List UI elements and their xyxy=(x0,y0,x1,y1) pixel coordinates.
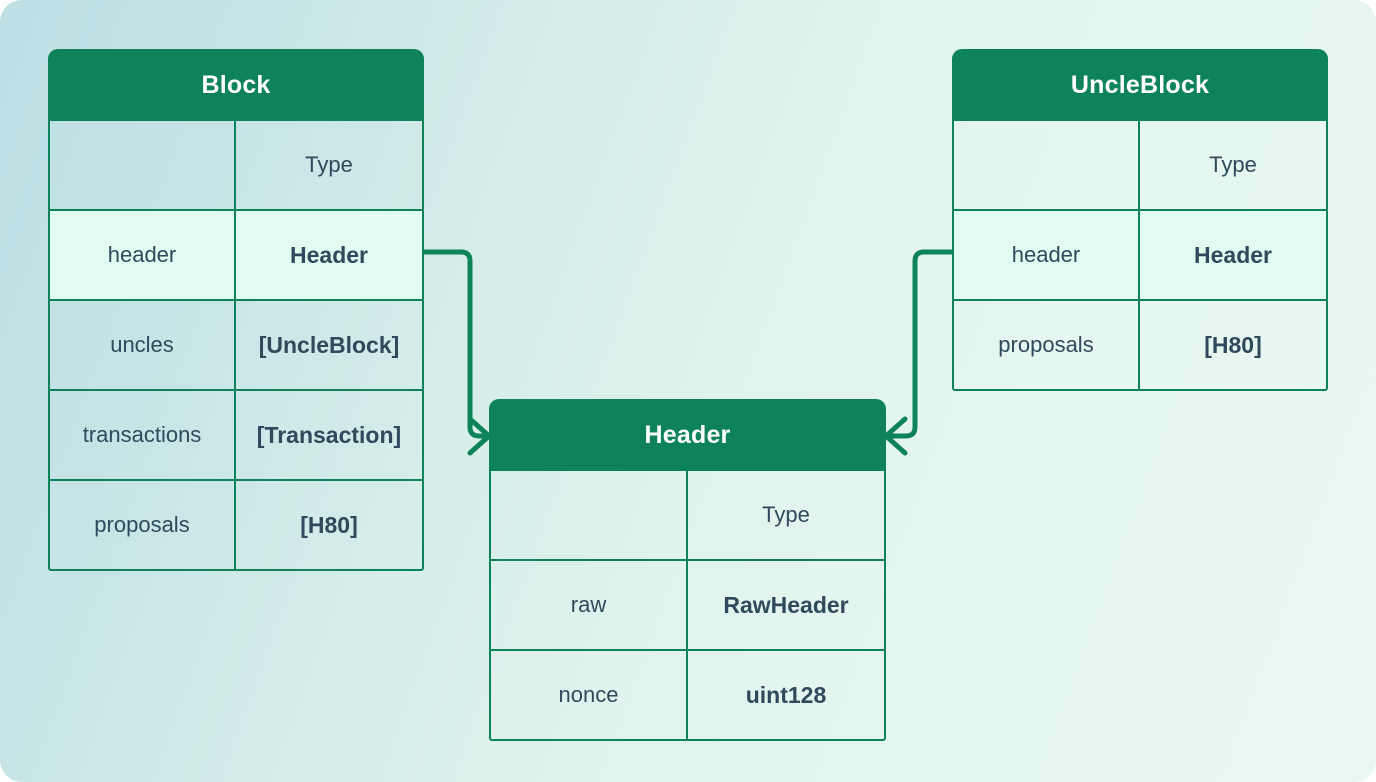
entity-block-rows: Type header Header uncles [UncleBlock] t… xyxy=(48,121,424,571)
field-type: uint128 xyxy=(745,682,827,708)
field-name: proposals xyxy=(954,301,1140,389)
field-name xyxy=(954,121,1140,209)
field-name xyxy=(50,121,236,209)
field-name: header xyxy=(954,211,1140,299)
field-type: [UncleBlock] xyxy=(258,332,400,358)
connector-uncleblock-to-header xyxy=(885,249,955,439)
entity-uncleblock-rows: Type header Header proposals [H80] xyxy=(952,121,1328,391)
entity-header[interactable]: Header Type raw RawHeader nonce uint128 xyxy=(489,399,886,741)
table-row[interactable]: proposals [H80] xyxy=(954,301,1326,389)
entity-uncleblock-title: UncleBlock xyxy=(952,49,1328,121)
field-name: nonce xyxy=(491,651,688,739)
field-type: [H80] xyxy=(1204,332,1262,358)
entity-header-title: Header xyxy=(489,399,886,471)
entity-block-title: Block xyxy=(48,49,424,121)
table-row[interactable]: header Header xyxy=(50,211,422,301)
field-name: header xyxy=(50,211,236,299)
entity-header-rows: Type raw RawHeader nonce uint128 xyxy=(489,471,886,741)
entity-uncleblock[interactable]: UncleBlock Type header Header proposals … xyxy=(952,49,1328,391)
table-row[interactable]: Type xyxy=(491,471,884,561)
column-header-type: Type xyxy=(305,152,353,177)
arrowhead-left-icon xyxy=(883,416,908,456)
table-row[interactable]: Type xyxy=(954,121,1326,211)
table-row[interactable]: proposals [H80] xyxy=(50,481,422,569)
table-row[interactable]: nonce uint128 xyxy=(491,651,884,739)
table-row[interactable]: Type xyxy=(50,121,422,211)
column-header-type: Type xyxy=(762,502,810,527)
field-name: proposals xyxy=(50,481,236,569)
table-row[interactable]: raw RawHeader xyxy=(491,561,884,651)
field-name: uncles xyxy=(50,301,236,389)
table-row[interactable]: uncles [UncleBlock] xyxy=(50,301,422,391)
table-row[interactable]: transactions [Transaction] xyxy=(50,391,422,481)
field-type: [Transaction] xyxy=(256,422,402,448)
arrowhead-right-icon xyxy=(467,416,492,456)
connector-block-to-header xyxy=(421,249,490,439)
field-type: [H80] xyxy=(300,512,358,538)
field-type: RawHeader xyxy=(723,592,849,618)
field-name: raw xyxy=(491,561,688,649)
field-type: Header xyxy=(290,242,368,268)
entity-block[interactable]: Block Type header Header uncles [UncleBl… xyxy=(48,49,424,571)
field-name: transactions xyxy=(50,391,236,479)
column-header-type: Type xyxy=(1209,152,1257,177)
table-row[interactable]: header Header xyxy=(954,211,1326,301)
field-type: Header xyxy=(1194,242,1272,268)
field-name xyxy=(491,471,688,559)
